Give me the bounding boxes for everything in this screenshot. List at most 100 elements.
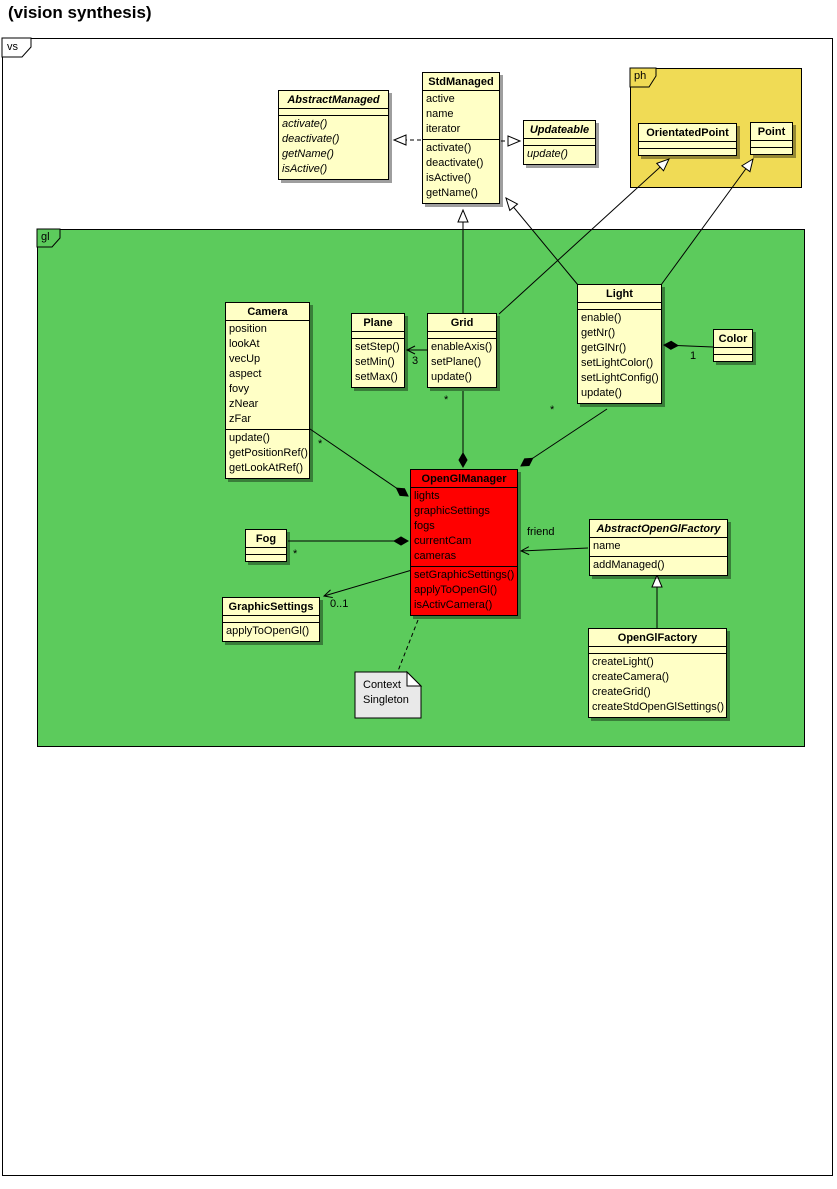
member-line: enable() — [581, 312, 622, 324]
attributes-compartment: active name iterator — [423, 91, 499, 140]
member-line: cameras — [414, 550, 457, 562]
methods-compartment: enable() getNr() getGlNr() setLightColor() s… — [578, 310, 661, 403]
methods-compartment: activate()deactivate()isActive()getName(… — [423, 140, 499, 203]
member-line: iterator — [426, 123, 461, 135]
member-line: zNear — [229, 398, 259, 410]
methods-compartment: update() getPositionRef() getLookAtRef() — [226, 430, 309, 478]
class-title: Fog — [246, 530, 286, 548]
member-line: Singleton — [363, 694, 409, 706]
member-line: applyToOpenGl() — [414, 584, 498, 596]
attributes-compartment — [714, 348, 752, 355]
attributes-compartment — [279, 109, 388, 116]
attributes-compartment — [223, 616, 319, 623]
class-title: Grid — [428, 314, 496, 332]
member-line: isActivCamera() — [414, 599, 493, 611]
attributes-compartment — [751, 141, 792, 148]
member-line: activate() — [426, 142, 472, 154]
multiplicity-light-manager: * — [550, 404, 555, 416]
methods-compartment: update() — [524, 146, 595, 164]
class-title: Plane — [352, 314, 404, 332]
member-line: getName() — [282, 148, 334, 160]
member-line: isActive() — [426, 172, 472, 184]
methods-compartment: createLight()createCamera()createGrid()c… — [589, 654, 726, 717]
multiplicity-grid-plane: 3 — [412, 355, 419, 367]
package-label-vs: vs — [7, 41, 18, 53]
member-line: getNr() — [581, 327, 616, 339]
attributes-compartment: name — [590, 538, 727, 557]
attributes-compartment — [578, 303, 661, 310]
member-line: getGlNr() — [581, 342, 627, 354]
member-line: aspect — [229, 368, 262, 380]
member-line: lights — [414, 490, 440, 502]
multiplicity-color: 1 — [690, 350, 697, 362]
class-orientatedpoint[interactable]: OrientatedPoint — [638, 123, 737, 156]
class-title: Light — [578, 285, 661, 303]
member-line: active — [426, 93, 455, 105]
methods-compartment: enableAxis()setPlane()update() — [428, 339, 496, 387]
class-title: AbstractOpenGlFactory — [590, 520, 727, 538]
member-line: currentCam — [414, 535, 472, 547]
member-line: update() — [527, 148, 568, 160]
methods-compartment: addManaged() — [590, 557, 727, 575]
member-line: update() — [229, 432, 270, 444]
class-abstractopenglfactory[interactable]: AbstractOpenGlFactory name addManaged() — [589, 519, 728, 576]
member-line: setGraphicSettings() — [414, 569, 515, 581]
attributes-compartment — [352, 332, 404, 339]
member-line: getPositionRef() — [229, 447, 308, 459]
attributes-compartment — [246, 548, 286, 555]
class-updateable[interactable]: Updateable update() — [523, 120, 596, 165]
member-line: name — [426, 108, 454, 120]
class-title: OpenGlManager — [411, 470, 517, 488]
member-line: createLight() — [592, 656, 654, 668]
class-light[interactable]: Light enable() getNr() getGlNr() setLightCo… — [577, 284, 662, 404]
member-line: fogs — [414, 520, 435, 532]
package-label-ph: ph — [634, 70, 647, 82]
member-line: setLightConfig() — [581, 372, 659, 384]
class-title: Updateable — [524, 121, 595, 139]
multiplicity-camera-manager: * — [318, 438, 323, 450]
package-label-gl: gl — [41, 231, 50, 243]
class-title: Color — [714, 330, 752, 348]
attributes-compartment — [639, 142, 736, 149]
class-grid[interactable]: Grid enableAxis()setPlane()update() — [427, 313, 497, 388]
member-line: setPlane() — [431, 356, 482, 368]
member-line: addManaged() — [593, 559, 665, 571]
class-fog[interactable]: Fog — [245, 529, 287, 562]
class-point[interactable]: Point — [750, 122, 793, 155]
diagram-title: (vision synthesis) — [8, 3, 152, 22]
member-line: getLookAtRef() — [229, 462, 303, 474]
member-line: update() — [581, 387, 622, 399]
multiplicity-grid-manager: * — [444, 394, 449, 406]
role-label-friend: friend — [527, 526, 555, 538]
member-line: createStdOpenGlSettings() — [592, 701, 725, 713]
methods-compartment — [639, 149, 736, 155]
attributes-compartment — [428, 332, 496, 339]
class-title: Camera — [226, 303, 309, 321]
member-line: setLightColor() — [581, 357, 654, 369]
class-title: GraphicSettings — [223, 598, 319, 616]
methods-compartment: applyToOpenGl() — [223, 623, 319, 641]
attributes-compartment — [524, 139, 595, 146]
member-line: isActive() — [282, 163, 328, 175]
class-openglfactory[interactable]: OpenGlFactory createLight()createCamera(… — [588, 628, 727, 718]
class-title: OrientatedPoint — [639, 124, 736, 142]
member-line: Context — [363, 679, 401, 691]
member-line: getName() — [426, 187, 478, 199]
methods-compartment — [714, 355, 752, 361]
methods-compartment: setStep()setMin()setMax() — [352, 339, 404, 387]
member-line: name — [593, 540, 621, 552]
methods-compartment — [751, 148, 792, 154]
class-abstractmanaged[interactable]: AbstractManaged activate()deactivate()ge… — [278, 90, 389, 180]
class-graphicsettings[interactable]: GraphicSettings applyToOpenGl() — [222, 597, 320, 642]
class-color[interactable]: Color — [713, 329, 753, 362]
class-title: Point — [751, 123, 792, 141]
member-line: setStep() — [355, 341, 400, 353]
attributes-compartment — [589, 647, 726, 654]
class-plane[interactable]: Plane setStep()setMin()setMax() — [351, 313, 405, 388]
